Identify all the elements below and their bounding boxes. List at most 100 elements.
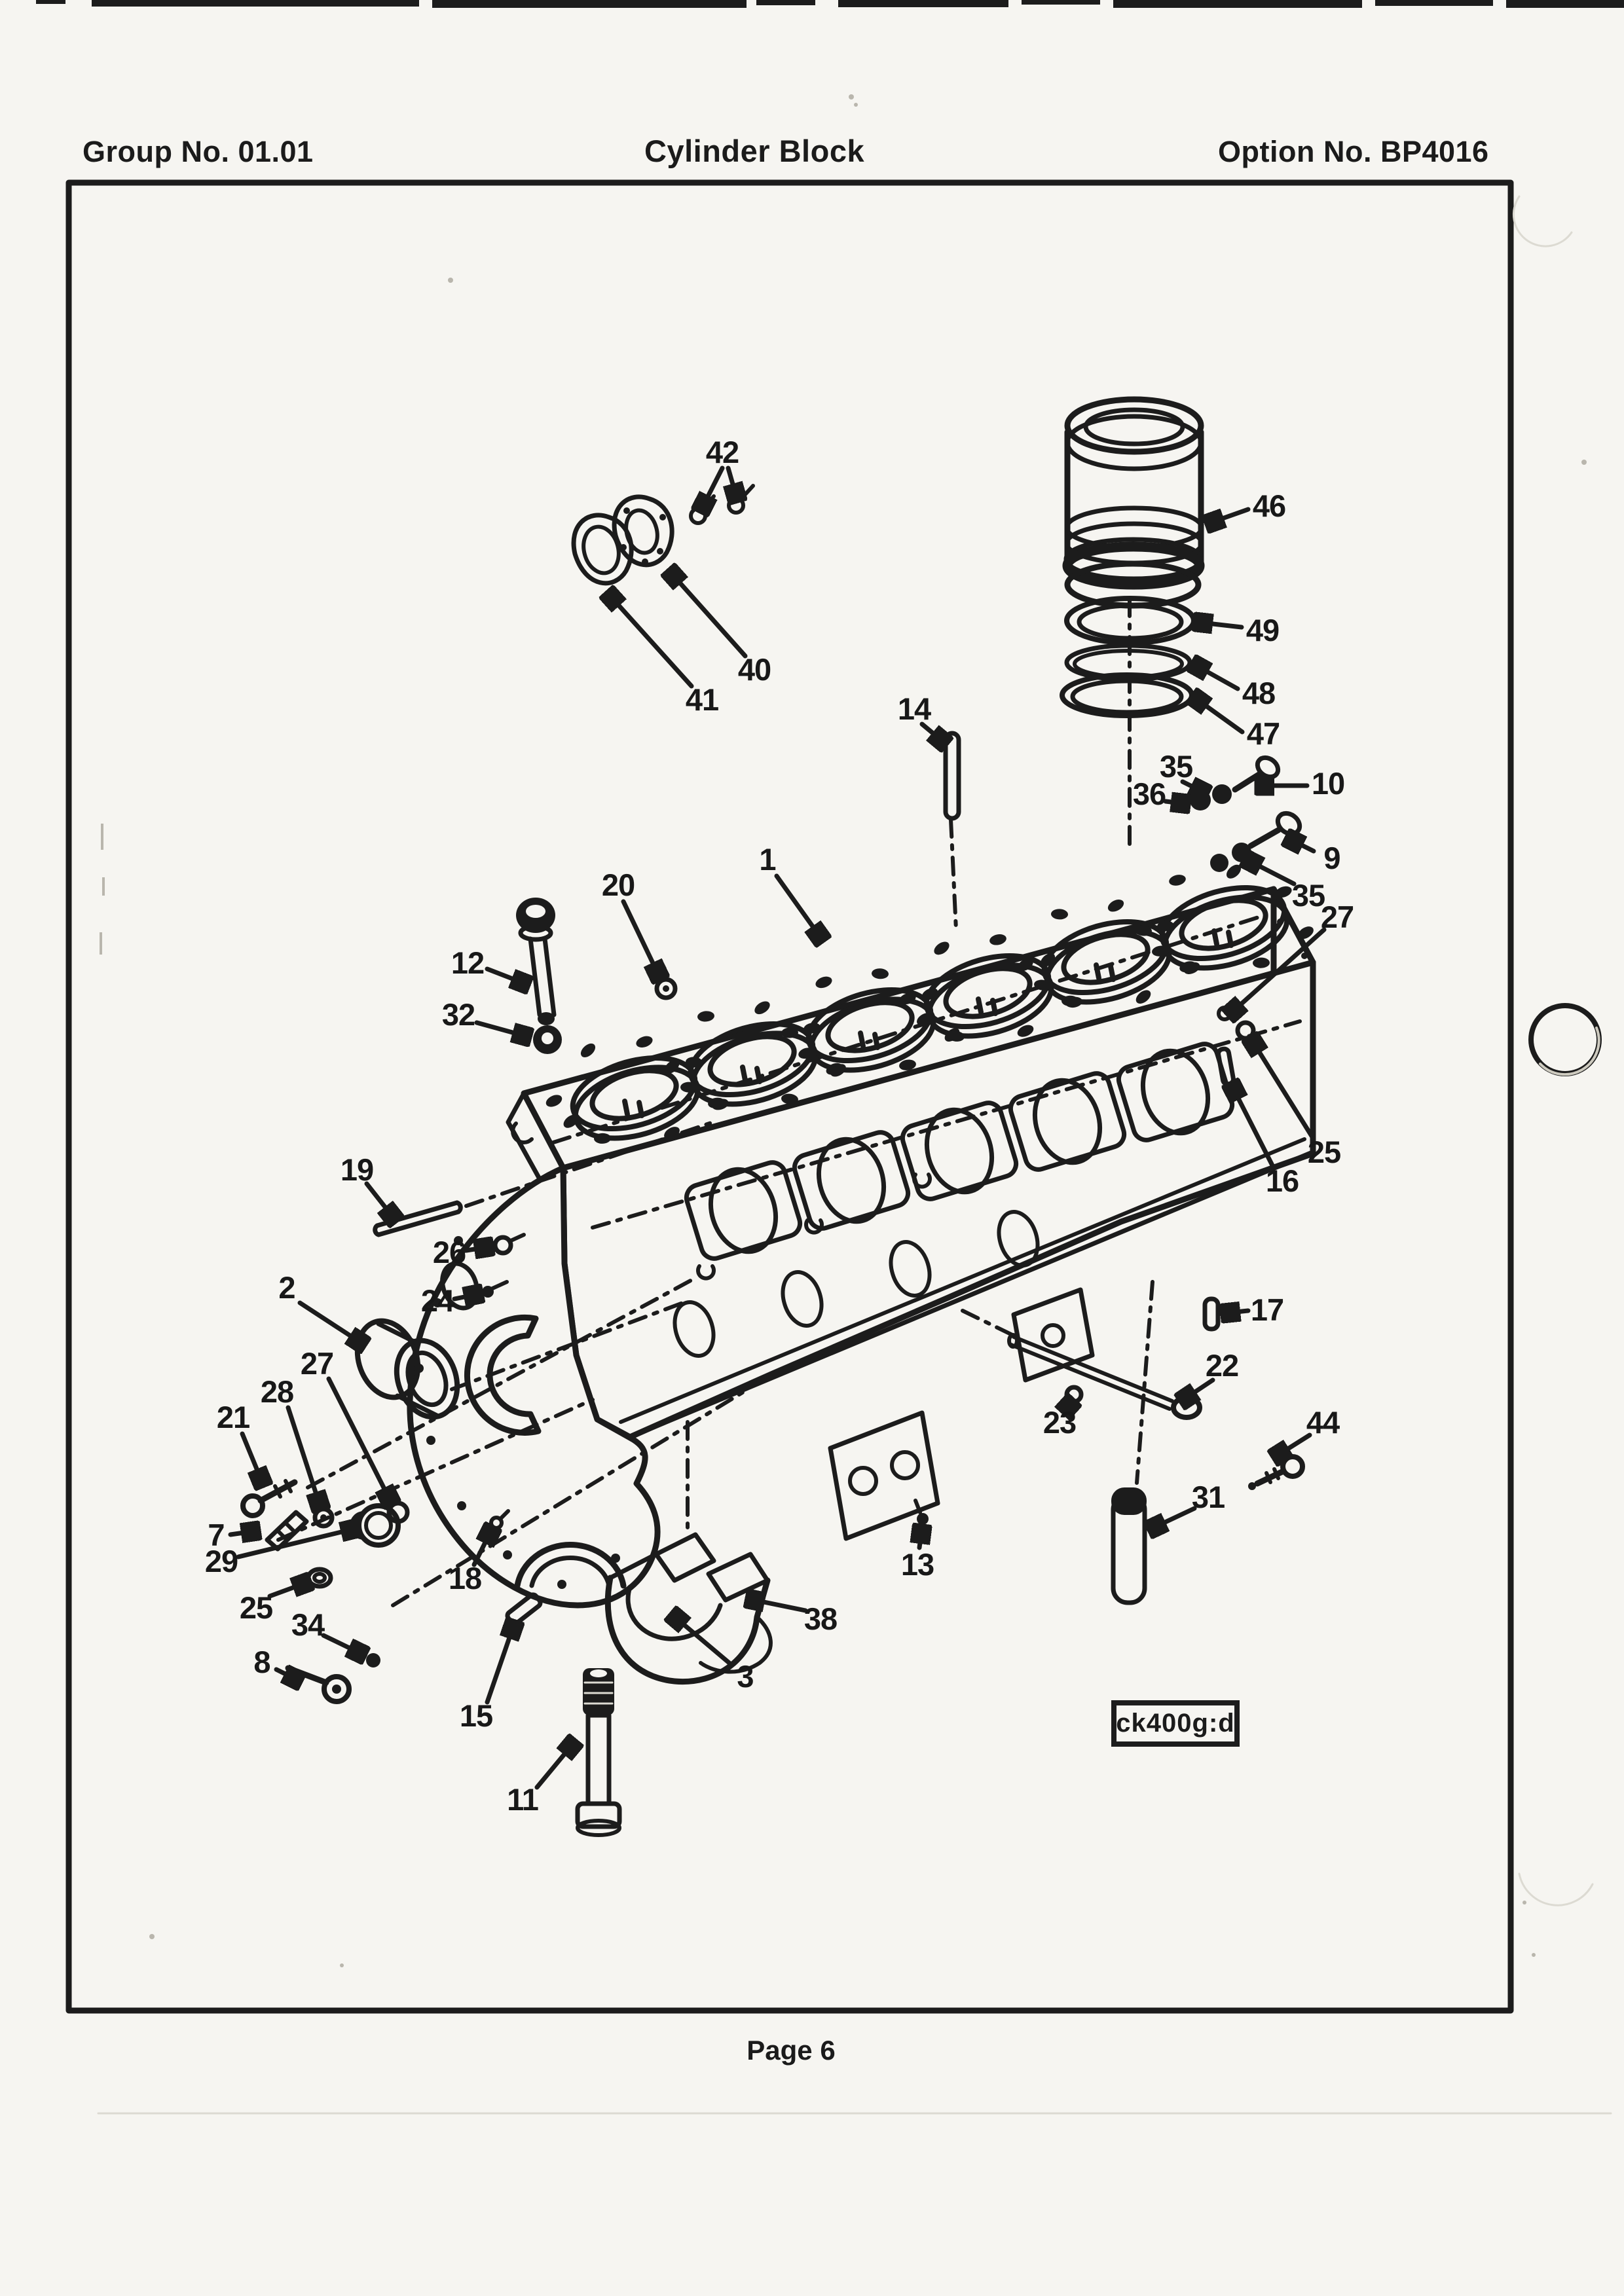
header-option-number: Option No. BP4016 [1218,135,1489,168]
main-bearing-cap-3 [604,1532,773,1685]
deck-bolt-hole [712,1099,729,1110]
bolt-21 [240,1479,298,1518]
callout-label: 12 [451,945,484,980]
callout-leader [1208,507,1251,524]
callout-label: 15 [460,1698,492,1733]
callout-label: 13 [901,1547,934,1582]
callout-leader [1180,782,1206,793]
callout-leader [608,593,694,689]
assembly-axis-lines [276,818,1154,1607]
callout-label: 25 [240,1590,272,1625]
deck-bolt-hole [830,1064,846,1077]
callout-label: 17 [1251,1292,1283,1327]
callout-label: 36 [1133,776,1166,811]
callout-label: 28 [261,1374,293,1409]
callout-leader [1223,1311,1251,1313]
dowel-pin-17 [1202,1296,1221,1332]
callout-leader [728,465,737,500]
callout-label: 35 [1160,749,1192,784]
deck-bolt-hole [1183,962,1200,974]
scan-artifacts-right-margin [97,94,1612,2115]
callout-leader [672,1614,733,1667]
dowel-pin-14 [943,731,961,821]
cover-screws-42 [689,484,755,525]
callout-label: 27 [301,1346,333,1381]
callout-leader [236,1528,358,1559]
ball-plug-34 [366,1653,380,1667]
deck-bolt-hole [1017,1025,1034,1037]
callout-label: 8 [253,1645,270,1679]
callout-leader [774,873,822,940]
callout-leader [474,1020,529,1037]
deck-bolt-hole [1275,886,1292,898]
liner-seal-ring-47 [1060,672,1194,718]
deck-bolt-hole [686,1057,703,1068]
page-title: Cylinder Block [644,134,865,168]
oil-gallery-rod-19 [373,1200,463,1237]
callout-leader [1274,1432,1312,1457]
drain-plug-44 [1248,1454,1305,1490]
callout-label: 47 [1247,716,1280,751]
callout-leader [1193,664,1240,691]
callout-leader [1231,1084,1276,1169]
callout-leader [326,1376,392,1503]
deck-bolt-hole [815,976,832,989]
fastener-cluster-35-36-9-10 [1190,755,1302,872]
figure-stamp-label: ck400g:d [1116,1709,1235,1738]
callout-label: 35 [1292,878,1325,913]
callout-label: 11 [507,1782,538,1817]
deck-bolt-hole [1135,990,1151,1004]
deck-bolt-hole [989,934,1006,945]
deck-bolt-hole [1298,926,1314,939]
callout-label: 22 [1206,1348,1238,1383]
deck-bolt-hole [545,1095,563,1107]
callout-label: 41 [686,682,718,717]
deck-bolt-hole [899,1059,916,1070]
callout-label: 25 [1308,1135,1340,1169]
cover-gasket-40 [612,494,674,568]
scan-smudge-top [36,0,1624,8]
callout-label: 46 [1253,488,1285,523]
deck-bolt-hole [636,1036,653,1048]
deck-bolt-hole [594,1133,611,1144]
deck-bolt-hole [1157,920,1174,932]
cylinder-block-drawing [506,864,1316,1541]
callout-label: 38 [804,1601,837,1636]
callout-label: 20 [602,867,635,902]
deck-bolt-hole [1152,945,1169,957]
o-ring-25 [306,1567,333,1589]
callout-leader [919,721,946,744]
callout-leader [1287,838,1316,851]
callout-label: 19 [341,1152,373,1187]
deck-bolt-hole [1253,957,1270,968]
deck-bolt-hole [1018,958,1033,972]
deck-bolt-hole [934,941,950,955]
mount-bracket [1011,1287,1095,1383]
callout-leader [471,1528,492,1567]
header-group-number: Group No. 01.01 [83,135,314,168]
camshaft-bushing-2 [354,1318,460,1420]
callout-label: 42 [706,435,739,469]
figure-stamp: ck400g:d [1111,1700,1240,1747]
deck-bolt-hole [1226,864,1242,879]
deck-bolt-hole [872,968,889,979]
figure-frame [65,179,1514,2014]
deck-bolt-hole [798,1048,815,1059]
deck-bolt-hole [697,1011,714,1022]
callout-leader [267,1582,309,1599]
deck-bolt-hole [1034,979,1051,991]
callout-label: 9 [1323,841,1340,875]
callout-label: 31 [1192,1480,1225,1514]
head-bolt-12 [516,898,557,1025]
callout-leader [748,1599,808,1613]
callout-leader [621,899,660,978]
callout-leader [240,1431,263,1485]
callout-leader [452,1294,481,1299]
deck-bolt-hole [1040,953,1056,967]
callout-leader [1181,1377,1215,1401]
callout-leader [1196,622,1244,627]
callout-leader [919,1527,922,1550]
callout-label: 34 [291,1607,325,1642]
sealing-washer-32 [533,1025,562,1054]
callout-label: 10 [1312,766,1344,801]
